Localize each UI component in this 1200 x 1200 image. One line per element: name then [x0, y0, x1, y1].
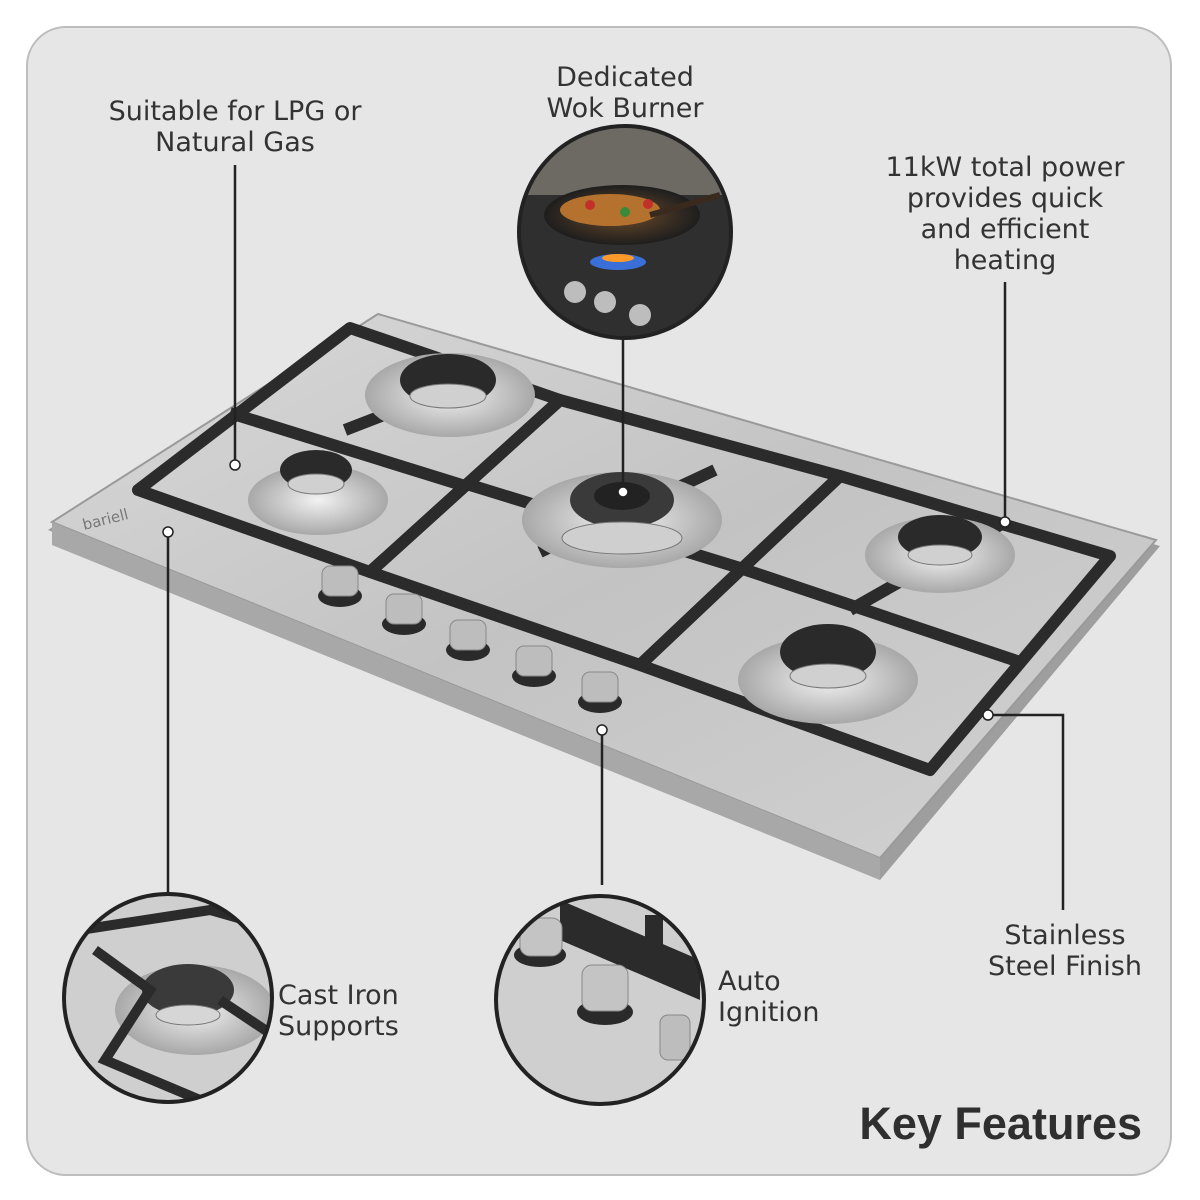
- knob-3: [446, 619, 490, 661]
- wok-burner-inset: [517, 124, 733, 340]
- burners: [248, 353, 1015, 724]
- feature-label-fuel: Suitable for LPG or Natural Gas: [108, 96, 362, 158]
- callout-dots: [162, 459, 1011, 736]
- feature-label-steel: Stainless Steel Finish: [988, 920, 1142, 982]
- cooktop: bariell: [48, 312, 1160, 880]
- feature-label-power: 11kW total power provides quick and effi…: [885, 152, 1125, 276]
- feature-label-ignition: Auto Ignition: [718, 966, 820, 1028]
- auto-ignition-inset: [494, 894, 706, 1106]
- knob-5: [578, 671, 622, 713]
- page-title: Key Features: [859, 1098, 1142, 1149]
- cast-iron-inset: [62, 892, 274, 1104]
- knob-1: [318, 565, 362, 607]
- callout-steel: [988, 713, 1065, 910]
- feature-label-cast-iron: Cast Iron Supports: [278, 980, 399, 1042]
- feature-label-wok: Dedicated Wok Burner: [546, 62, 704, 124]
- control-knobs: [318, 565, 622, 713]
- callout-lines: [166, 165, 1065, 910]
- knob-4: [512, 645, 556, 687]
- knob-2: [382, 593, 426, 635]
